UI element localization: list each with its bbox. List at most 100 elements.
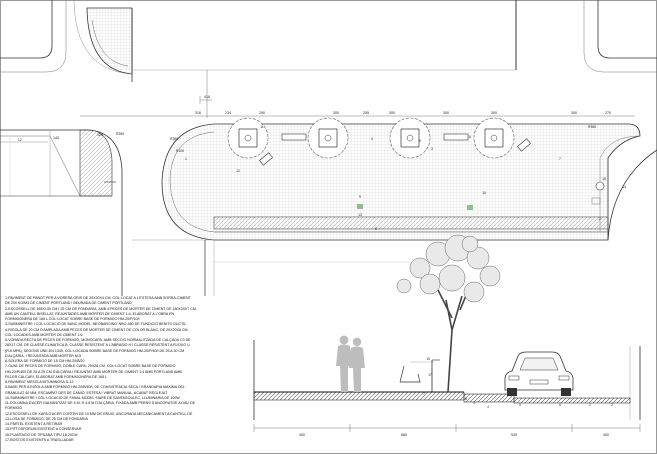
corner-reference-label: 12 <box>18 138 22 142</box>
section-reference-label: 4 <box>487 405 489 409</box>
point-reference-label: 13 <box>358 213 362 217</box>
section-dimension-label: 665 <box>401 433 407 437</box>
planting-marker-2 <box>467 205 473 210</box>
point-reference-label: 6 <box>469 135 471 139</box>
legend-item: HM-20/P/40/I DE 20 A 25 CM D'ALÇÀRIA I R… <box>5 369 182 374</box>
legend-item: 5-VORADA RECTA DE PECES DE FORMIGÓ, MONO… <box>5 338 191 342</box>
legend-item: 15-PITTOSPORUM EXISTENT A CONSERVAR <box>5 427 82 432</box>
legend-item: 11-COLUMNA D'ACER GALVANITZAT DE 4 M, H … <box>5 401 195 405</box>
legend-item: FORMIGÓ <box>5 406 23 411</box>
plan-dimension-label: 140 <box>53 136 59 140</box>
plan-dimension-label: 300 <box>333 111 339 115</box>
point-reference-label: 15 <box>602 177 606 181</box>
tree-grate-1 <box>227 117 269 159</box>
point-reference-label: 11 <box>260 125 264 129</box>
planting-marker-1 <box>357 204 363 209</box>
legend-item: 28X17 CM, DE CLASSE CLIMÀTICA B, CLASSE … <box>5 343 190 348</box>
section-dimension-label: 400 <box>603 433 609 437</box>
people-silhouettes <box>336 335 365 392</box>
legend-item: 12-ESCOSSELL DE XAPA D'ACER CORTEN DE 10… <box>5 411 193 416</box>
legend-item: 14-PÀRTEL EXISTENT A RETIRAR <box>5 422 63 426</box>
point-reference-label: 3 <box>431 147 433 151</box>
bench-plan-4 <box>517 138 531 152</box>
plan-dimension-label: 120 <box>97 133 103 137</box>
lamp-post-plan <box>595 181 605 191</box>
point-reference-label: 12 <box>236 169 240 173</box>
point-reference-label: 10 <box>482 191 486 195</box>
plan-dimension-label: 234 <box>225 111 231 115</box>
point-reference-label: 9 <box>359 195 361 199</box>
point-reference-label: 14 <box>622 185 626 189</box>
legend-item: 3-SUBMINISTRE I COL·LOCACIÓ DE BANC MODE… <box>5 322 187 327</box>
legend-item: COL·LOCADES AMB MORTER DE CIMENT 1:6 <box>5 332 83 337</box>
plan-dimension-label: 255 <box>363 111 369 115</box>
point-reference-label: 5 <box>419 139 421 143</box>
point-reference-label: 7 <box>559 157 561 161</box>
legend-item: 10-SUBMINISTRE I COL·LOCACIÓ DE FANAL MO… <box>5 395 180 400</box>
tree-grate-4 <box>473 117 515 159</box>
section-dimension-label: 400 <box>299 433 305 437</box>
materials-legend: 1-PAVIMENT DE PANOT PER A VORERA GRIS DE… <box>5 296 250 443</box>
plan-dimension-label: 300 <box>389 111 395 115</box>
tree-grate-2 <box>307 117 349 159</box>
legend-item: D'ALÇÀRIA, I REJUNTADA AMB MORTER M-5 <box>5 353 82 358</box>
radius-label: R350 <box>588 125 596 129</box>
section-reference-label: 8 <box>465 397 467 401</box>
legend-item: 16-PLANTACIÓ DE TIPUANA TIPU 18-20CM <box>5 432 78 437</box>
section-reference-label: 7 <box>423 392 425 396</box>
radius-label: R390 <box>170 137 178 141</box>
section-road-surface <box>513 397 631 404</box>
plan-dimension-label: 290 <box>259 111 265 115</box>
legend-item: 9-BASE PER A RIGOLA AMB FORMIGÓ HM-20/B/… <box>5 385 185 390</box>
bench-section <box>399 365 421 383</box>
legend-item: 6-SOLERA DE FORMIGÓ DE 15 CM HM-20/B/20 <box>5 359 85 363</box>
legend-item: 13-LOSA DE FORMIGÓ, DE 25 CM DE FONDÀRIA <box>5 416 88 421</box>
section-sidewalk-layers <box>253 391 465 401</box>
plan-dimension-label: 316 <box>195 111 201 115</box>
bench-plan-3 <box>259 152 273 166</box>
section-reference-label: 6 <box>559 403 561 407</box>
section-reference-label: 5 <box>519 403 521 407</box>
legend-item: DE 200 KG/M3 DE CIMENT PÒRTLAND I BEURAD… <box>5 301 132 306</box>
plan-dimension-label: 300 <box>571 111 577 115</box>
legend-item: 8-PAVIMENT MESCLA BITUMINOSA D-12 <box>5 380 74 384</box>
site-plan <box>0 0 657 296</box>
plan-dimension-label: 270 <box>605 111 611 115</box>
tree-section <box>396 234 501 393</box>
legend-item: 7-GUAL DE PECES DE FORMIGÓ, DOBLE CAPA, … <box>5 364 176 369</box>
car-section <box>504 351 574 396</box>
section-reference-label: 15 <box>426 357 430 361</box>
section-dimension-label: 530 <box>511 433 517 437</box>
kerb-band <box>213 216 609 230</box>
legend-item: GRANULAT 40 MM, ESCAMPAT DES DE CAMIÓ, E… <box>5 390 168 395</box>
legend-item: 1-PAVIMENT DE PANOT PER A VORERA GRIS DE… <box>5 296 191 300</box>
legend-item: FORMIGONERA DE 165 L COL·LOCAT SOBRE BAS… <box>5 317 140 321</box>
radius-label: R390 <box>116 132 124 136</box>
section-reference-label: 1 <box>589 403 591 407</box>
top-dimension-chain <box>80 70 635 118</box>
plan-dimension-label: 300 <box>491 111 497 115</box>
legend-item: 2-ESCOSSELL DE 165X130 CM I 25 CM DE FON… <box>5 306 197 311</box>
point-reference-label: 2 <box>599 217 601 221</box>
bench-plan-2 <box>443 133 469 141</box>
radius-label: R100 <box>176 149 184 153</box>
section-reference-label: 17 <box>428 373 432 377</box>
bench-plan-1 <box>281 133 307 141</box>
legend-item: 17-BOSTOS EXISTENTS A TRASLLADAR <box>5 437 74 442</box>
plan-dimension-label: 300 <box>443 111 449 115</box>
point-reference-label: 1 <box>185 157 187 161</box>
block-upper-left <box>0 0 53 59</box>
legend-item: (R-6 MPA), SEGONS UNE-EN 1340, COL·LOCAD… <box>5 348 185 353</box>
legend-item: FILLER CALCARI, ELABORAT AMB FORMIGONERA… <box>5 374 108 379</box>
point-reference-label: 8 <box>375 227 377 231</box>
plan-dimension-label: 418 <box>204 95 210 99</box>
legend-item: 4-RIGOLA DE 20 CM D'AMPLADA AMB PECES DE… <box>5 327 189 332</box>
corner-curb-top <box>86 7 133 75</box>
section-reference-label: 3 <box>473 401 475 405</box>
point-reference-label: 4 <box>371 137 373 141</box>
legend-item: AMB UN CANTELL BISELLAT, REJUNTADES AMB … <box>5 311 175 316</box>
tree-grate-3 <box>389 117 431 159</box>
